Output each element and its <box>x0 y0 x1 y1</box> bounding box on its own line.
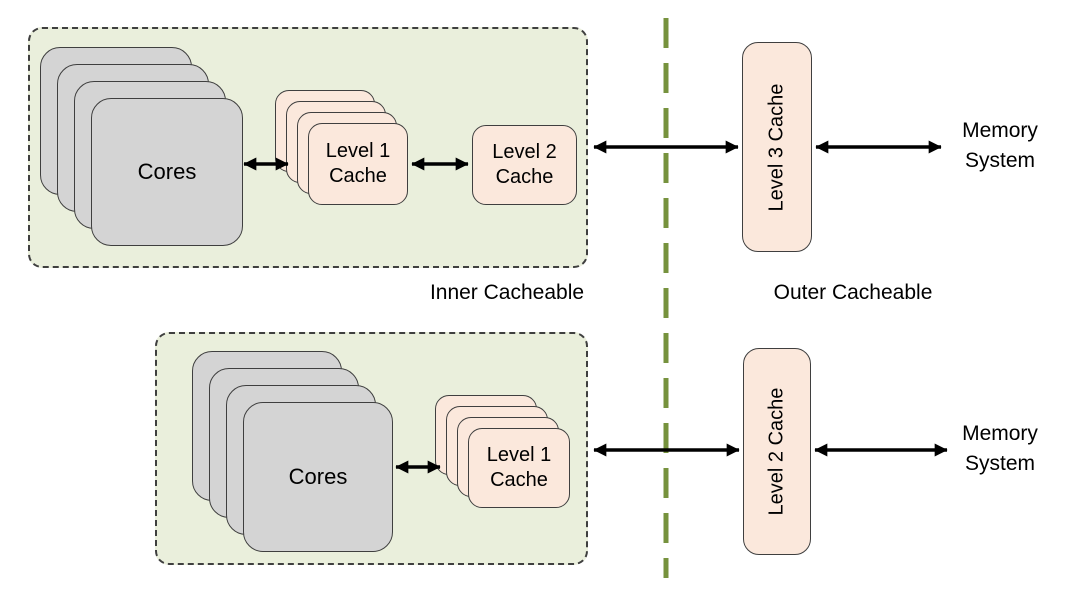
cores-box-label: Cores <box>288 464 348 489</box>
level2-cache-label-line2: Cache <box>495 166 554 188</box>
level1-cache-box: Level 1 Cache <box>308 123 408 205</box>
level2-cache-box-bottom: Level 2 Cache <box>743 348 811 555</box>
level1-cache-box: Level 1 Cache <box>468 428 570 508</box>
memory-line2: System <box>964 452 1035 475</box>
outer-cacheable-label: Outer Cacheable <box>773 281 933 304</box>
level3-cache-box: Level 3 Cache <box>742 42 812 252</box>
cores-box: Cores <box>243 402 393 552</box>
inner-cacheable-label: Inner Cacheable <box>429 281 585 304</box>
memory-line1: Memory <box>962 422 1038 445</box>
level2-cache-label-line1: Level 2 <box>492 141 557 163</box>
level1-cache-label-line2: Cache <box>490 469 548 491</box>
cores-box: Cores <box>91 98 243 246</box>
memory-line1: Memory <box>962 119 1038 142</box>
level1-cache-label-line1: Level 1 <box>486 444 552 466</box>
memory-system-label-top: Memory System <box>945 116 1055 176</box>
level2-cache-box-top: Level 2 Cache <box>472 125 577 205</box>
level1-cache-label-line1: Level 1 <box>325 140 391 162</box>
level2-cache-label: Level 2 Cache <box>765 387 788 516</box>
cores-box-label: Cores <box>137 159 197 184</box>
level1-cache-label-line2: Cache <box>329 165 387 187</box>
memory-system-label-bottom: Memory System <box>945 419 1055 479</box>
memory-line2: System <box>964 149 1035 172</box>
level3-cache-label: Level 3 Cache <box>765 83 788 211</box>
